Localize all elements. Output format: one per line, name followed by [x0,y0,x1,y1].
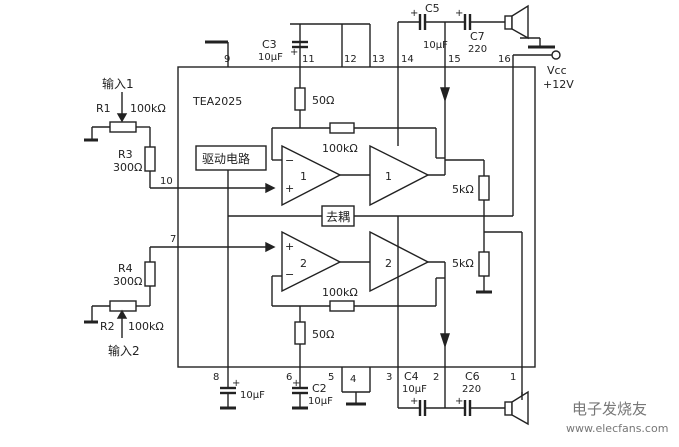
opamp-2a-minus: − [285,268,294,281]
c6-label: C6 [465,370,480,383]
speaker-top-icon [504,4,529,40]
c5-plus: + [410,8,418,19]
watermark-logo: 电子发烧友 [572,400,647,418]
c4-plus: + [410,396,418,407]
pin-7: 7 [170,234,176,245]
r4-value: 300Ω [113,275,142,288]
pin2-arrow [440,333,450,349]
r2-wiper-arrow [116,309,128,319]
r4-resistor [144,261,156,287]
opamp-2a-number: 2 [300,257,307,270]
c7-value: 220 [468,44,487,55]
pin-13: 13 [372,54,385,65]
r50-top-resistor [294,87,306,111]
driver-label: 驱动电路 [202,151,250,166]
r3-value: 300Ω [113,161,142,174]
chip-name: TEA2025 [192,95,242,108]
vcc-terminal [551,50,561,60]
pin-8: 8 [213,372,219,383]
pin-2: 2 [433,372,439,383]
opamp-1a-number: 1 [300,170,307,183]
c6-value: 220 [462,384,481,395]
r2-label: R2 [100,320,115,333]
r5k-bottom-value: 5kΩ [452,257,474,270]
c5-value: 10μF [423,40,448,51]
pin-10: 10 [160,176,173,187]
r1-resistor [109,121,137,133]
r2-value: 100kΩ [128,320,164,333]
input1-arrow [265,182,276,194]
input2-arrow [265,241,276,253]
pin-14: 14 [401,54,414,65]
r1-wiper-arrow [116,113,128,123]
c7-plus: + [455,8,463,19]
pin-6: 6 [286,372,292,383]
opamp-2a-plus: + [285,240,294,253]
c5-label: C5 [425,2,440,15]
opamp-1a-plus: + [285,182,294,195]
decoupling-label: 去耦 [326,210,350,224]
r5k-top-value: 5kΩ [452,183,474,196]
power-amp-1 [369,144,430,207]
r5k-bottom-resistor [478,251,490,277]
power-amp-2-number: 2 [385,257,392,270]
pin-16: 16 [498,54,511,65]
pin-1: 1 [510,372,516,383]
r3-resistor [144,146,156,172]
r50-top-value: 50Ω [312,94,334,107]
opamp-1a-minus: − [285,154,294,167]
c4-label: C4 [404,370,419,383]
pin-4: 4 [350,374,356,385]
c8-value: 10μF [240,390,265,401]
opamp-1a [281,144,342,207]
power-amp-1-number: 1 [385,170,392,183]
chip-outline [177,66,536,368]
pin-5: 5 [328,372,334,383]
c3-plus: + [290,47,298,58]
r1-value: 100kΩ [130,102,166,115]
c2-label: C2 [312,382,327,395]
driver-block [195,145,267,171]
r3-label: R3 [118,148,133,161]
watermark-url: www.elecfans.com [566,422,668,435]
c4-value: 10μF [402,384,427,395]
vcc-label: Vcc [547,64,567,77]
fb1-resistor [329,122,355,134]
c8-plus: + [232,378,240,389]
pin-9: 9 [224,54,230,65]
c2-value: 10μF [308,396,333,407]
pin-3: 3 [386,372,392,383]
pin-15: 15 [448,54,461,65]
pin15-arrow [440,87,450,103]
r4-label: R4 [118,262,133,275]
input2-label: 输入2 [108,343,140,358]
c3-value: 10μF [258,52,283,63]
pin-12: 12 [344,54,357,65]
opamp-2a [281,230,342,293]
pin-11: 11 [302,54,315,65]
power-amp-2 [369,230,430,293]
vcc-voltage: +12V [543,78,574,91]
c6-plus: + [455,396,463,407]
fb2-value: 100kΩ [322,286,358,299]
fb2-resistor [329,300,355,312]
r5k-top-resistor [478,175,490,201]
c1-plus: + [292,378,300,389]
fb1-value: 100kΩ [322,142,358,155]
r50-bottom-value: 50Ω [312,328,334,341]
c3-label: C3 [262,38,277,51]
input1-label: 输入1 [102,76,134,91]
r1-label: R1 [96,102,111,115]
c7-label: C7 [470,30,485,43]
r50-bottom-resistor [294,321,306,345]
r2-resistor [109,300,137,312]
speaker-bottom-icon [504,390,529,426]
